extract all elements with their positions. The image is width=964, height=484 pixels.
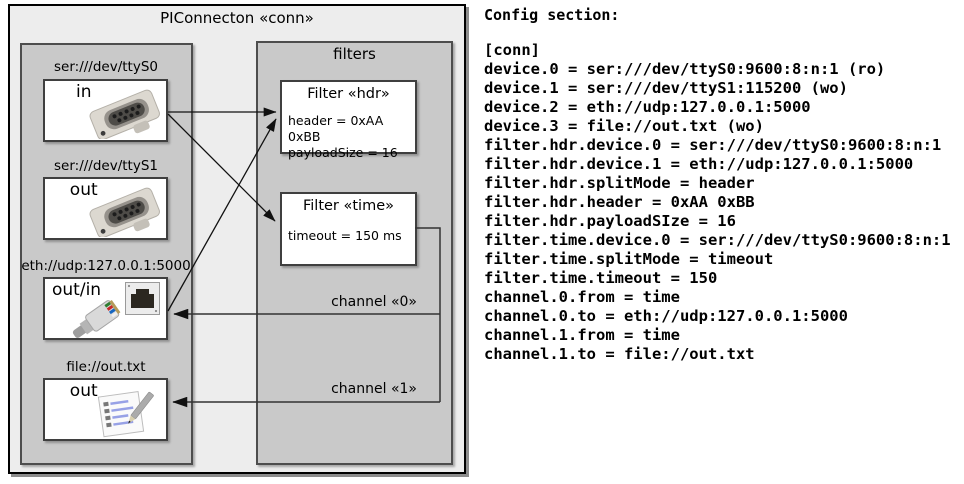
channel-0-label: channel «0» bbox=[331, 294, 417, 310]
filter-box-time: Filter «time» timeout = 150 ms bbox=[280, 192, 417, 266]
ethernet-port-icon bbox=[125, 282, 160, 315]
device-box-ttys0: in bbox=[43, 79, 168, 142]
config-lines: [conn] device.0 = ser:///dev/ttyS0:9600:… bbox=[484, 41, 951, 363]
channel-1-label: channel «1» bbox=[331, 381, 417, 397]
connection-title: PIConnecton «conn» bbox=[160, 9, 314, 27]
filter-title: Filter «hdr» bbox=[307, 86, 390, 102]
config-heading: Config section: bbox=[484, 6, 620, 24]
notepad-icon bbox=[97, 390, 154, 438]
device-io-label: out bbox=[69, 180, 98, 200]
serial-connector-icon bbox=[89, 187, 160, 237]
device-box-eth: out/in bbox=[43, 277, 168, 340]
config-section: Config section: [conn] device.0 = ser://… bbox=[484, 6, 964, 364]
device-box-file: out bbox=[43, 378, 168, 441]
device-box-ttys1: out bbox=[43, 177, 168, 240]
device-uri-label: file://out.txt bbox=[66, 359, 146, 375]
device-uri-label: ser:///dev/ttyS0 bbox=[54, 59, 158, 75]
ethernet-plug-icon bbox=[72, 299, 121, 338]
device-uri-label: eth://udp:127.0.0.1:5000 bbox=[21, 258, 191, 274]
filter-attributes: timeout = 150 ms bbox=[288, 228, 402, 243]
filter-title: Filter «time» bbox=[302, 198, 395, 214]
connection-diagram: PIConnecton «conn» filters ser:///dev/tt… bbox=[0, 0, 472, 484]
device-io-label: in bbox=[75, 82, 92, 102]
device-io-label: out bbox=[69, 381, 98, 401]
filters-panel-title: filters bbox=[333, 45, 376, 63]
device-io-label: out/in bbox=[52, 280, 102, 300]
filter-attributes: header = 0xAA 0xBB payloadSize = 16 bbox=[288, 113, 398, 160]
serial-connector-icon bbox=[89, 89, 160, 139]
device-uri-label: ser:///dev/ttyS1 bbox=[54, 158, 158, 174]
filter-box-hdr: Filter «hdr» header = 0xAA 0xBB payloadS… bbox=[280, 80, 417, 160]
